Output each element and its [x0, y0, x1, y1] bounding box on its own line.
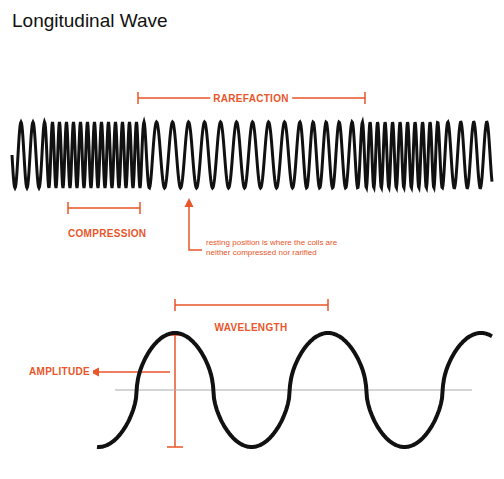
amplitude-leader: [96, 371, 170, 373]
rarefaction-label: RAREFACTION: [210, 93, 292, 104]
diagram-title: Longitudinal Wave: [12, 10, 168, 32]
rarefaction-bracket: [138, 92, 365, 104]
wavelength-label: WAVELENGTH: [212, 322, 291, 333]
compression-label: COMPRESSION: [65, 228, 149, 239]
spring-coils: [12, 122, 492, 188]
compression-bracket: [68, 202, 140, 214]
wave-curve: [97, 333, 492, 447]
amplitude-label: AMPLITUDE: [26, 366, 93, 377]
arrow-head: [185, 198, 194, 207]
orange-brackets: [68, 92, 365, 447]
amplitude-bar: [167, 335, 183, 447]
resting-note: resting position is where the coils are …: [206, 238, 346, 258]
wavelength-bracket: [175, 299, 328, 311]
rest-line: [115, 390, 472, 391]
resting-leader: [189, 204, 202, 250]
